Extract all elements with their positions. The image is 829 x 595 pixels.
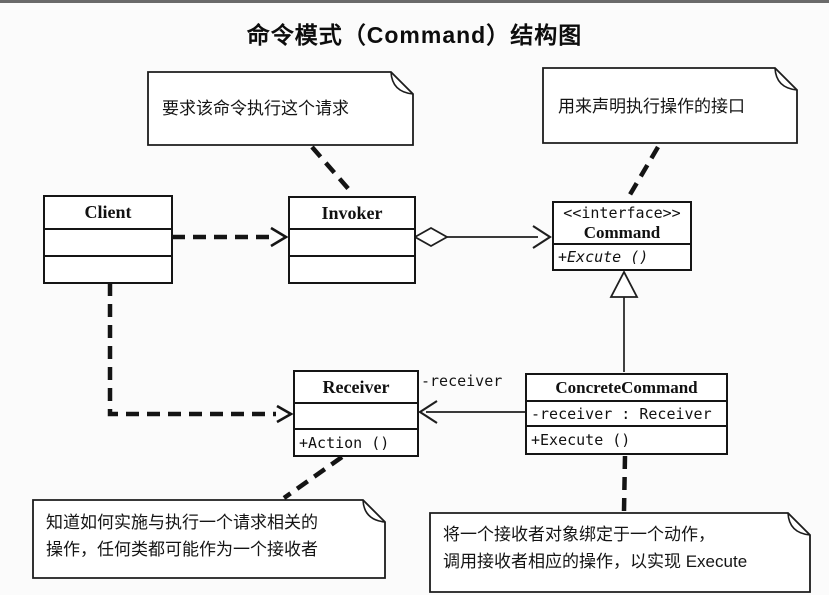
- note-receiver-line1: 知道如何实施与执行一个请求相关的: [46, 513, 318, 532]
- class-invoker-attributes: [290, 230, 414, 257]
- class-command-header: <<interface>> Command: [554, 203, 690, 245]
- class-invoker: Invoker: [288, 196, 416, 284]
- note-connector-command: [626, 145, 660, 200]
- generalization-concretecommand-command: [609, 270, 639, 372]
- dependency-client-receiver: [107, 283, 294, 424]
- note-connector-invoker: [310, 145, 354, 195]
- aggregation-invoker-command: [413, 225, 552, 249]
- note-connector-concretecommand: [621, 455, 628, 512]
- class-invoker-operations: [290, 257, 414, 284]
- class-receiver-name: Receiver: [295, 372, 417, 404]
- association-concretecommand-receiver: [418, 400, 525, 424]
- note-concretecommand-line2: 调用接收者相应的操作，以实现 Execute: [443, 552, 748, 571]
- dependency-client-invoker: [172, 226, 289, 248]
- note-receiver-text: 知道如何实施与执行一个请求相关的 操作，任何类都可能作为一个接收者: [46, 509, 318, 563]
- class-client: Client: [43, 195, 173, 284]
- class-client-name: Client: [45, 197, 171, 230]
- class-client-attributes: [45, 230, 171, 257]
- scan-edge-line: [0, 0, 829, 3]
- class-command-name: Command: [583, 223, 661, 242]
- note-invoker-text: 要求该命令执行这个请求: [162, 99, 349, 118]
- note-concretecommand-line1: 将一个接收者对象绑定于一个动作，: [443, 525, 715, 544]
- class-command-stereotype: <<interface>>: [563, 204, 681, 222]
- class-invoker-name: Invoker: [290, 198, 414, 230]
- note-receiver-line2: 操作，任何类都可能作为一个接收者: [46, 540, 318, 559]
- class-concretecommand-attribute: -receiver : Receiver: [527, 402, 726, 427]
- class-receiver-attributes: [295, 404, 417, 430]
- class-receiver-operation: +Action (): [299, 433, 390, 452]
- class-command-operation: +Excute (): [558, 248, 649, 266]
- note-concretecommand-text: 将一个接收者对象绑定于一个动作， 调用接收者相应的操作，以实现 Execute: [443, 521, 747, 575]
- page-title: 命令模式（Command）结构图: [246, 22, 583, 48]
- class-command: <<interface>> Command +Excute (): [552, 201, 692, 271]
- class-concretecommand: ConcreteCommand -receiver : Receiver +Ex…: [525, 373, 728, 455]
- receiver-role-label: -receiver: [421, 372, 503, 390]
- class-concretecommand-name: ConcreteCommand: [527, 375, 726, 402]
- class-concretecommand-operation: +Execute (): [531, 431, 631, 449]
- note-command-text: 用来声明执行操作的接口: [558, 97, 745, 116]
- note-connector-receiver: [282, 455, 344, 500]
- class-client-operations: [45, 257, 171, 284]
- class-receiver: Receiver +Action (): [293, 370, 419, 457]
